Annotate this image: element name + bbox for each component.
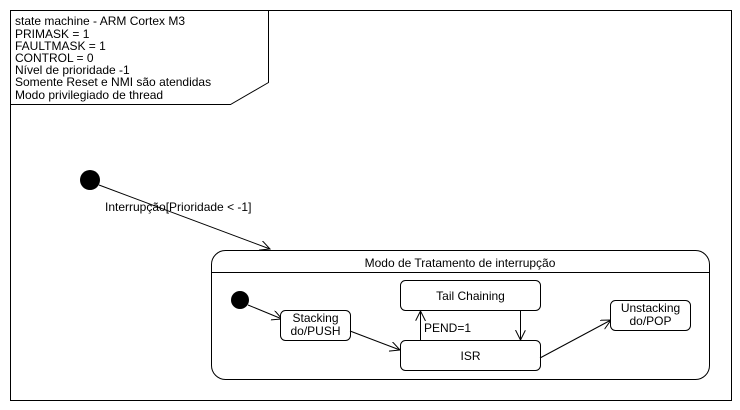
state-stacking xyxy=(280,310,351,341)
frame-header-tab xyxy=(10,10,269,105)
state-unstacking-name: Unstacking xyxy=(621,301,680,315)
frame-header-line: state machine - ARM Cortex M3 xyxy=(15,14,185,28)
transition-isr-to-unstacking xyxy=(539,320,611,359)
frame-header-line: Modo privilegiado de thread xyxy=(15,88,163,102)
transition-stacking-to-isr xyxy=(349,330,400,350)
initial-node-outer xyxy=(80,170,100,190)
frame-header-line: CONTROL = 0 xyxy=(15,51,94,65)
state-tail-chaining xyxy=(400,280,541,311)
frame-header-line: Somente Reset e NMI são atendidas xyxy=(15,75,211,89)
state-isr xyxy=(400,340,541,371)
frame-header-line: PRIMASK = 1 xyxy=(15,27,90,41)
transition-trigger-label: Interrupção[Prioridade < -1] xyxy=(105,200,251,214)
state-unstacking-action: do/POP xyxy=(629,314,671,328)
state-isr-label: ISR xyxy=(460,349,480,363)
initial-node-inner xyxy=(231,291,249,309)
composite-state-interrupt-mode xyxy=(211,250,710,380)
frame-header-line: Nível de prioridade -1 xyxy=(15,63,130,77)
state-tail-chaining-label: Tail Chaining xyxy=(436,289,505,303)
transition-pend-label: PEND=1 xyxy=(424,321,471,335)
transition-to-interrupt-mode xyxy=(98,184,270,249)
composite-state-title: Modo de Tratamento de interrupção xyxy=(365,256,556,270)
state-stacking-action: do/PUSH xyxy=(290,324,340,338)
state-unstacking xyxy=(610,300,691,331)
state-stacking-name: Stacking xyxy=(292,311,338,325)
transition-to-stacking xyxy=(247,304,282,319)
frame-header-line: FAULTMASK = 1 xyxy=(15,39,106,53)
